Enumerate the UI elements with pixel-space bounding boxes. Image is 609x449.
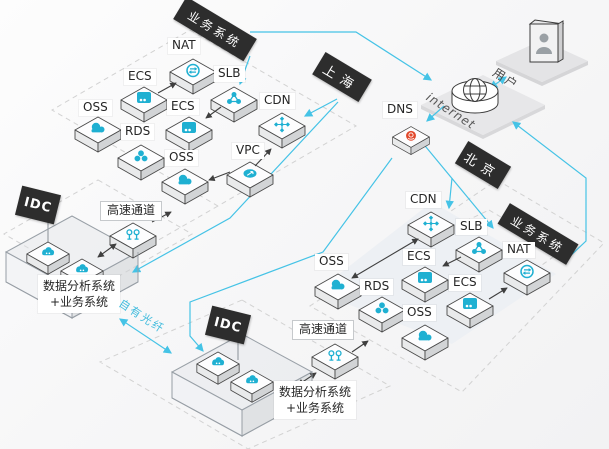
- ecs-icon: [137, 92, 151, 103]
- ecs-icon: [418, 272, 432, 283]
- rds-icon: [134, 150, 148, 162]
- express-icon: [126, 229, 140, 240]
- link-internet-dns: [426, 105, 445, 122]
- caption-idc-bottom-line2: +业务系统: [285, 401, 345, 416]
- label-dns: DNS: [383, 102, 417, 118]
- person-icon: [536, 33, 552, 54]
- cloud-icon: [76, 264, 89, 273]
- node-sh-ecs2: [165, 116, 213, 153]
- link-shanghai-idcleft: [131, 101, 339, 273]
- node-bj-nat: [503, 259, 551, 296]
- node-srv-b1: [196, 351, 240, 385]
- label-bj-nat: NAT: [503, 242, 535, 258]
- label-sh-rds: RDS: [121, 124, 155, 140]
- internet-globe: [451, 78, 499, 114]
- user-card: [528, 19, 565, 63]
- node-bj-oss1: [314, 273, 362, 310]
- vpc-icon: [243, 169, 257, 178]
- cdn-icon: [274, 116, 290, 133]
- node-express-bottom: [311, 343, 359, 380]
- label-sh-ecs1: ECS: [124, 69, 156, 85]
- node-sh-nat: [169, 58, 217, 95]
- label-bj-ecs1: ECS: [403, 249, 435, 265]
- node-bj-rds: [358, 296, 406, 333]
- node-sh-rds: [117, 144, 165, 181]
- link-shsystem-internet: [250, 31, 433, 81]
- caption-idc-left-line1: 数据分析系统: [43, 279, 116, 293]
- caption-idc-bottom-line1: 数据分析系统: [279, 385, 352, 399]
- node-sh-vpc: [226, 161, 274, 198]
- express-icon: [328, 350, 342, 361]
- node-express-left: [109, 222, 157, 259]
- ecs-icon: [182, 122, 196, 133]
- label-sh-nat: NAT: [168, 38, 200, 54]
- caption-idc-left: 数据分析系统 +业务系统: [38, 275, 121, 314]
- cdn-icon: [423, 215, 439, 232]
- arrow-ecs-nat-bj: [488, 287, 508, 300]
- label-bj-oss1: OSS: [315, 254, 348, 270]
- label-sh-cdn: CDN: [260, 93, 295, 109]
- arrow-oss-cdn-bj: [351, 238, 419, 279]
- dns-icon: [406, 130, 416, 141]
- label-sh-vpc: VPC: [232, 143, 264, 159]
- label-express-left: 高速通道: [100, 201, 163, 221]
- cyan-links: [119, 31, 587, 354]
- link-beijing-idcbottom: [189, 157, 393, 352]
- node-srv-l1: [26, 241, 70, 275]
- arrow-vpc-oss: [208, 171, 231, 182]
- caption-idc-left-line2: +业务系统: [49, 295, 109, 310]
- oss-icon: [331, 279, 345, 290]
- arrow-idcleft-express: [97, 243, 117, 258]
- cloud-icon: [246, 375, 259, 384]
- label-bj-cdn: CDN: [406, 192, 441, 208]
- nat-icon: [520, 264, 534, 279]
- arrow-slb-ecs-bj: [442, 256, 462, 267]
- banner-poles: [47, 220, 239, 360]
- node-sh-oss1: [74, 116, 122, 153]
- link-shanghai-cdn: [303, 98, 338, 117]
- link-dns-bjslb: [420, 140, 494, 229]
- node-sh-ecs1: [120, 86, 168, 123]
- label-sh-oss1: OSS: [79, 100, 112, 116]
- ecs-icon: [463, 298, 477, 309]
- node-sh-oss2: [161, 168, 209, 205]
- node-bj-cdn: [407, 211, 455, 248]
- node-bj-ecs2: [446, 292, 494, 329]
- label-sh-ecs2: ECS: [167, 99, 199, 115]
- cloud-icon: [42, 247, 55, 256]
- label-bj-ecs2: ECS: [449, 275, 481, 291]
- oss-icon: [91, 122, 105, 133]
- nat-icon: [186, 63, 200, 78]
- node-dns: [392, 126, 430, 155]
- arrow-slb-ecs2: [205, 106, 222, 119]
- oss-icon: [178, 174, 192, 185]
- arrow-expressbottom-region: [351, 340, 369, 353]
- node-bj-oss2: [401, 324, 449, 361]
- arrow-ecs1-nat: [157, 82, 177, 94]
- slb-icon: [472, 242, 486, 254]
- link-own-fiber: [119, 318, 172, 354]
- caption-idc-bottom: 数据分析系统 +业务系统: [274, 381, 357, 420]
- cloud-icon: [212, 357, 225, 366]
- node-sh-slb: [210, 86, 258, 123]
- node-sh-cdn: [258, 112, 306, 149]
- slb-icon: [227, 92, 241, 104]
- link-branch-bjcdn: [445, 177, 454, 210]
- label-bj-rds: RDS: [360, 279, 394, 295]
- node-srv-b2: [230, 369, 274, 403]
- globe-icon: [463, 78, 487, 102]
- label-bj-slb: SLB: [456, 219, 487, 235]
- label-sh-oss2: OSS: [165, 150, 198, 166]
- node-bj-slb: [455, 236, 503, 273]
- label-sh-slb: SLB: [214, 66, 245, 82]
- label-express-bottom: 高速通道: [292, 320, 355, 340]
- rds-icon: [375, 302, 389, 314]
- oss-icon: [418, 330, 432, 341]
- label-bj-oss2: OSS: [403, 305, 436, 321]
- link-bjsystem-internet: [512, 121, 587, 260]
